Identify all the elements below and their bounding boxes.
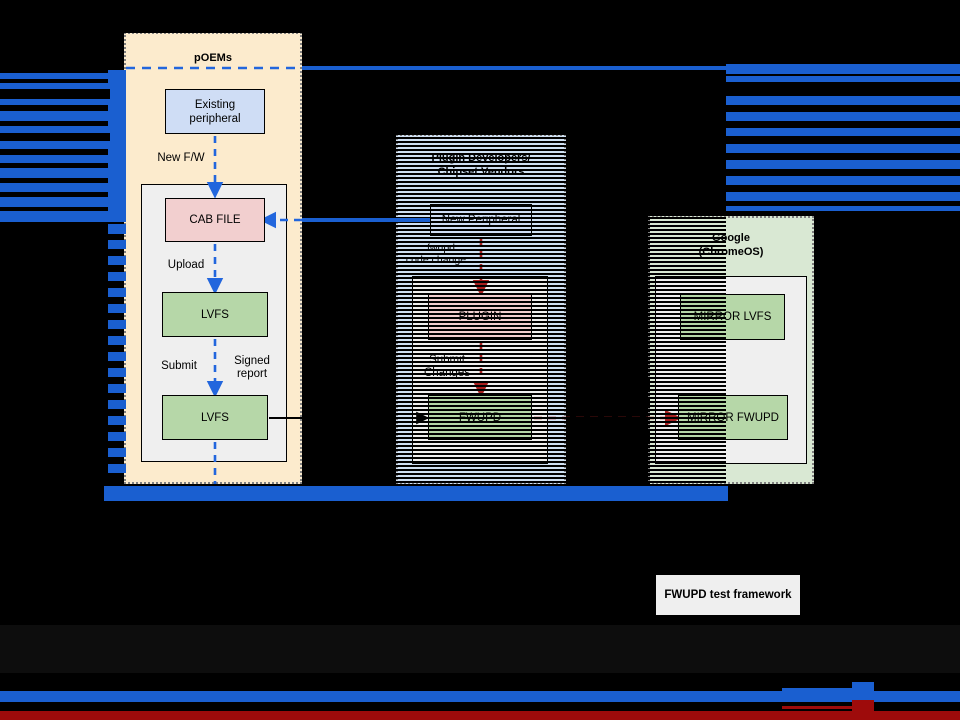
glitch-black-block — [0, 45, 110, 55]
node-lvfs-submit[interactable]: LVFS — [162, 395, 268, 440]
glitch-blue-chip — [108, 448, 126, 457]
glitch-black-block — [0, 89, 110, 99]
edge-label-new-fw: New F/W — [157, 152, 205, 164]
glitch-blue-bar — [0, 83, 110, 90]
glitch-black-block — [578, 380, 650, 391]
glitch-blue-chip — [108, 224, 126, 234]
glitch-dark-veil — [0, 625, 960, 673]
glitch-blue-line — [302, 66, 726, 70]
glitch-blue-bar — [726, 192, 960, 201]
glitch-red-streak — [852, 700, 874, 714]
edge-label-signed-report-line2: report — [236, 368, 268, 380]
glitch-blue-chip — [108, 288, 126, 297]
glitch-blue-chip — [108, 304, 126, 313]
glitch-blue-chip — [108, 432, 126, 441]
glitch-blue-streak — [782, 688, 872, 691]
glitch-red-streak — [0, 711, 960, 720]
glitch-blue-chip — [108, 352, 126, 361]
glitch-blue-chip — [108, 416, 126, 425]
glitch-stripes-cream-right — [302, 33, 726, 484]
glitch-blue-chip — [108, 272, 126, 281]
swimlane-poems-title: pOEMs — [194, 52, 232, 64]
glitch-blue-chip — [108, 240, 126, 249]
glitch-blue-bar — [0, 197, 110, 207]
glitch-blue-bar — [0, 96, 110, 105]
glitch-blue-chip — [108, 464, 126, 473]
glitch-blue-column — [108, 70, 126, 222]
glitch-black-block — [325, 428, 395, 438]
glitch-blue-bar — [0, 183, 110, 192]
glitch-blue-bar — [726, 112, 960, 121]
glitch-stripes-plugin-gap — [566, 134, 650, 484]
glitch-black-block — [652, 52, 714, 60]
glitch-blue-bar — [726, 76, 960, 82]
glitch-black-block — [584, 398, 650, 408]
glitch-blue-bar-bottom — [104, 494, 728, 501]
glitch-bottom-field — [0, 484, 960, 720]
glitch-black-block — [326, 197, 396, 208]
edge-label-upload: Upload — [167, 259, 205, 271]
glitch-blue-chip — [108, 336, 126, 345]
glitch-top-band — [0, 0, 960, 33]
glitch-blue-chip — [108, 368, 126, 377]
glitch-blue-bar — [0, 111, 110, 121]
glitch-blue-line — [0, 218, 110, 222]
glitch-blue-chip — [108, 384, 126, 393]
glitch-black-block — [0, 478, 104, 485]
glitch-stripes-upper-right — [726, 33, 960, 216]
glitch-blue-bar — [0, 211, 110, 220]
glitch-blue-bar — [0, 140, 110, 149]
footer-test-framework-label: FWUPD test framework — [664, 589, 792, 601]
glitch-blue-chip — [108, 256, 126, 265]
glitch-black-block — [336, 444, 396, 454]
node-cab-file-label: CAB FILE — [189, 214, 241, 226]
glitch-red-streak — [782, 706, 872, 709]
node-lvfs-submit-label: LVFS — [201, 411, 229, 424]
glitch-blue-line — [302, 218, 430, 222]
glitch-black-block — [646, 87, 724, 99]
glitch-stripes-green-left — [0, 216, 110, 484]
glitch-blue-bar — [0, 155, 110, 163]
footer-test-framework-box[interactable]: FWUPD test framework — [656, 575, 800, 615]
edge-label-submit: Submit — [161, 360, 197, 372]
node-existing-peripheral-line2: peripheral — [189, 112, 241, 125]
node-existing-peripheral[interactable]: Existing peripheral — [165, 89, 265, 134]
node-cab-file[interactable]: CAB FILE — [165, 198, 265, 242]
glitch-blue-bar — [726, 96, 960, 105]
glitch-blue-chip — [108, 320, 126, 329]
node-lvfs-upload[interactable]: LVFS — [162, 292, 268, 337]
node-existing-peripheral-line1: Existing — [194, 98, 236, 111]
glitch-blue-bar — [0, 126, 110, 134]
glitch-blue-bar — [726, 128, 960, 136]
glitch-blue-chip — [108, 400, 126, 409]
node-lvfs-upload-label: LVFS — [201, 308, 229, 321]
glitch-blue-bar-bottom — [104, 486, 728, 494]
edge-label-signed-report-line1: Signed — [234, 355, 270, 367]
glitch-blue-bar — [726, 160, 960, 169]
glitch-blue-bar — [726, 64, 960, 74]
glitch-blue-bar — [726, 144, 960, 153]
glitch-black-block — [578, 432, 650, 443]
glitch-blue-bar — [0, 73, 110, 79]
glitch-stripes-google-right — [814, 216, 960, 484]
glitch-blue-bar — [726, 176, 960, 185]
glitch-blue-bar — [726, 206, 960, 211]
glitch-blue-bar — [0, 168, 110, 178]
glitch-black-block — [0, 133, 110, 141]
glitch-blue-streak — [0, 691, 960, 702]
